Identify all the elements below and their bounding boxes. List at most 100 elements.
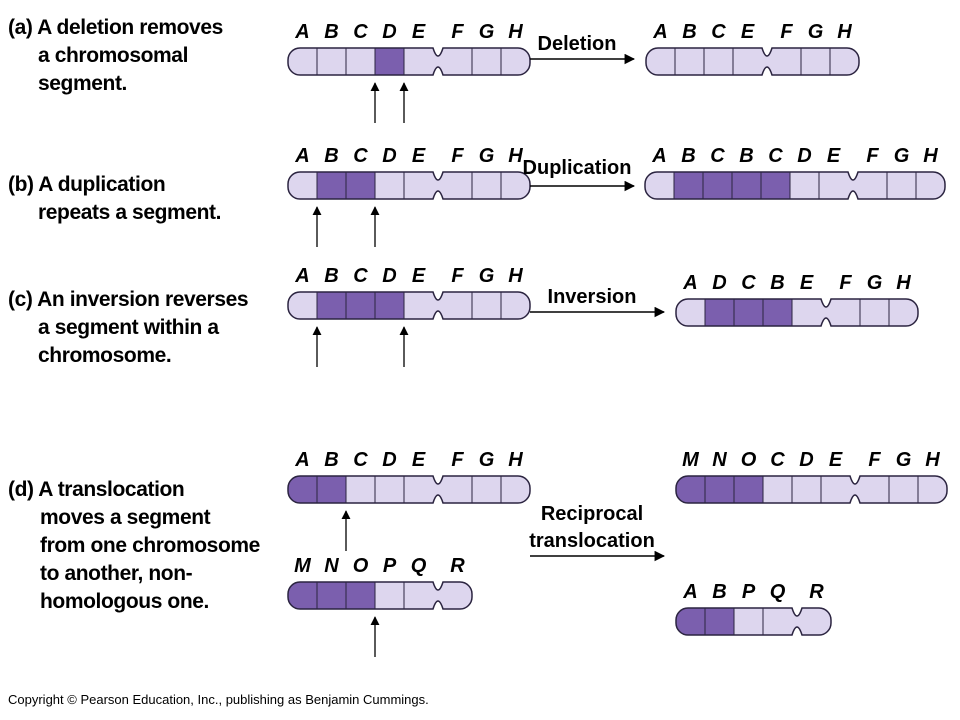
segment-c [704,48,733,75]
segment-g [472,476,501,503]
caption-line: repeats a segment. [38,201,222,224]
gene-label-c: C [741,272,756,294]
segment-d [792,476,821,503]
gene-label-a: A [294,145,309,167]
centromere [433,48,443,75]
chromosome [675,475,948,504]
operation-label: Duplication [523,157,632,179]
caption-line: (a) A deletion removes [8,14,258,42]
gene-label-f: F [451,145,464,167]
gene-label-e: E [741,21,755,43]
caption-prefix: (b) A [8,173,58,196]
segment-m [288,582,317,609]
gene-label-d: D [382,449,396,471]
segment-q [763,608,792,635]
gene-label-e: E [412,21,426,43]
chromosome-outline [675,298,919,327]
gene-label-b: B [681,145,695,167]
segment-e [819,172,848,199]
operation-label: Inversion [548,286,637,308]
segment-c [703,172,732,199]
centromere [848,172,858,199]
gene-label-d: D [799,449,813,471]
segment-g [887,172,916,199]
segment-b [705,608,734,635]
segment-h [889,299,918,326]
chromosome [287,581,473,610]
segment-g [472,292,501,319]
chromosome-outline [287,291,531,320]
gene-label-h: H [508,265,523,287]
segment-d [375,292,404,319]
segment-d [375,172,404,199]
gene-label-d: D [797,145,811,167]
gene-label-e: E [412,449,426,471]
segment-h [830,48,859,75]
segment-f [831,299,860,326]
gene-label-e: E [800,272,814,294]
gene-label-g: G [479,449,495,471]
centromere [821,299,831,326]
gene-label-a: A [682,581,697,603]
segment-f [443,172,472,199]
gene-label-m: M [682,449,700,471]
segment-c [734,299,763,326]
segment-r [443,582,472,609]
gene-label-a: A [294,265,309,287]
gene-label-c: C [353,21,368,43]
gene-label-f: F [866,145,879,167]
segment-a [288,476,317,503]
centromere [433,582,443,609]
segment-p [734,608,763,635]
caption-prefix: (c) An [8,288,70,311]
gene-label-r: R [450,555,465,577]
segment-c [346,292,375,319]
gene-label-c: C [768,145,783,167]
segment-d [375,476,404,503]
caption-term: translocation [57,478,185,501]
gene-label-c: C [353,265,368,287]
chromosome-outline [645,47,860,76]
segment-n [705,476,734,503]
segment-e [404,292,433,319]
gene-label-c: C [710,145,725,167]
segment-f [443,292,472,319]
caption-suffix: reverses [159,288,249,311]
gene-label-c: C [353,449,368,471]
gene-label-d: D [382,265,396,287]
segment-c [763,476,792,503]
caption-line: chromosome. [38,344,172,367]
caption-line: moves a segment [40,506,211,529]
caption-prefix: (a) A [8,16,57,39]
gene-label-f: F [868,449,881,471]
segment-a [288,48,317,75]
caption-term: inversion [69,288,160,311]
chromosome-outline [287,47,531,76]
segment-a [288,172,317,199]
caption-line: segment. [38,72,127,95]
gene-label-b: B [324,265,338,287]
segment-a [676,299,705,326]
gene-label-b: B [770,272,784,294]
caption-line: a segment within a [38,316,219,339]
segment-g [472,172,501,199]
gene-label-h: H [508,21,523,43]
gene-label-a: A [682,272,697,294]
caption-term: deletion [56,16,135,39]
gene-label-r: R [809,581,824,603]
segment-b [317,292,346,319]
segment-f [858,172,887,199]
segment-e [404,476,433,503]
gene-label-g: G [479,265,495,287]
gene-label-d: D [382,145,396,167]
segment-m [676,476,705,503]
copyright-notice: Copyright © Pearson Education, Inc., pub… [8,692,429,707]
segment-o [346,582,375,609]
gene-label-h: H [923,145,938,167]
gene-label-a: A [294,449,309,471]
centromere [792,608,802,635]
segment-c [346,476,375,503]
chromosome [287,47,531,76]
